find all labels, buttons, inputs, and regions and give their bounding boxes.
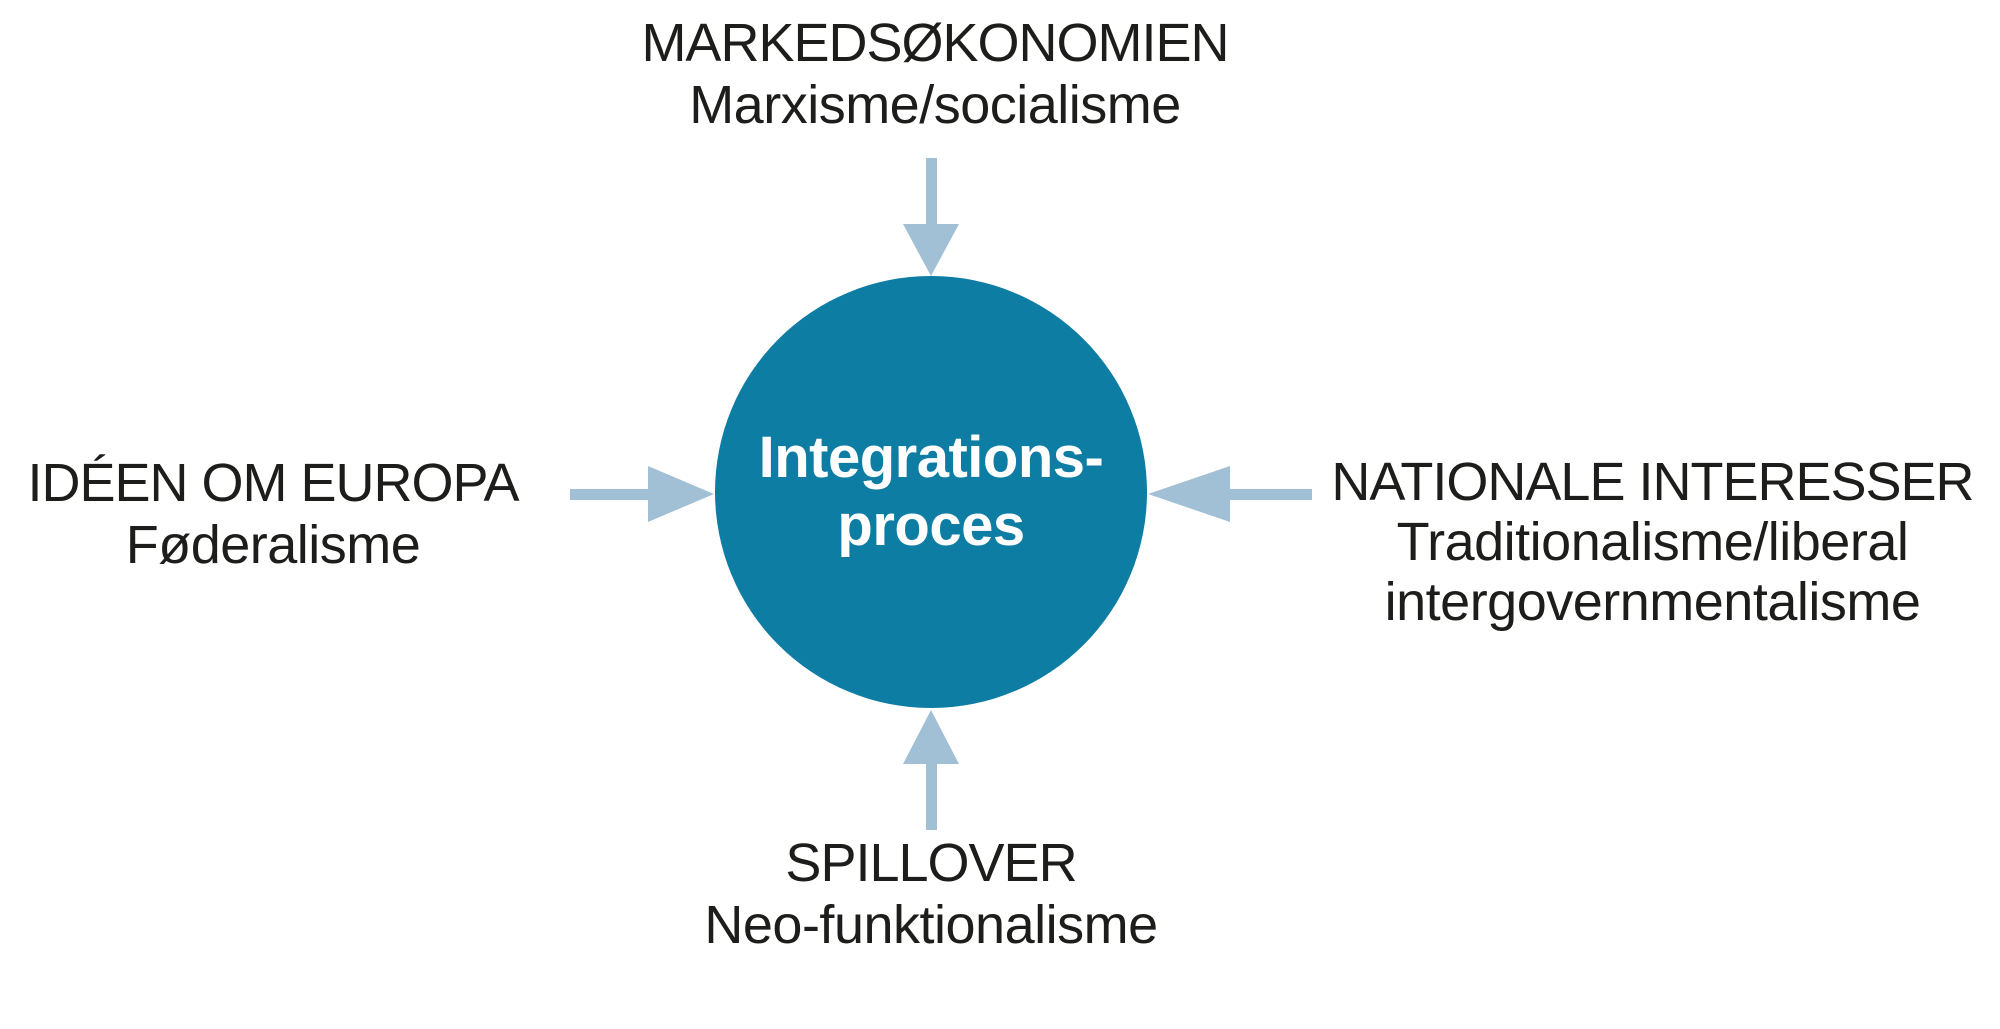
top-node-title: MARKEDSØKONOMIEN	[641, 13, 1229, 73]
right-arrow-head	[1148, 466, 1230, 522]
top-node-subtitle: Marxisme/socialisme	[689, 75, 1181, 135]
bottom-node-subtitle: Neo-funktionalisme	[704, 895, 1158, 955]
center-label: Integrations- proces	[715, 276, 1147, 708]
top-arrow-shaft	[926, 158, 937, 228]
right-node-subtitle-line1: Traditionalisme/liberal	[1396, 512, 1909, 572]
right-arrow-shaft	[1226, 489, 1312, 500]
left-arrow-head	[648, 466, 714, 522]
left-node-subtitle: Føderalisme	[125, 515, 421, 575]
bottom-node-title: SPILLOVER	[785, 833, 1077, 893]
top-node-label: MARKEDSØKONOMIEN Marxisme/socialisme	[535, 12, 1335, 136]
integration-process-circle	[715, 276, 1147, 708]
center-label-line1: Integrations-	[758, 425, 1104, 490]
top-arrow-head	[903, 224, 959, 276]
right-node-label: NATIONALE INTERESSER Traditionalisme/lib…	[1330, 452, 1975, 632]
bottom-node-label: SPILLOVER Neo-funktionalisme	[581, 832, 1281, 956]
left-node-label: IDÉEN OM EUROPA Føderalisme	[13, 452, 533, 576]
left-node-title: IDÉEN OM EUROPA	[27, 453, 519, 513]
right-node-subtitle-line2: intergovernmentalisme	[1384, 572, 1921, 632]
bottom-arrow-shaft	[926, 758, 937, 830]
left-arrow-shaft	[570, 489, 652, 500]
center-label-line2: proces	[837, 493, 1025, 558]
bottom-arrow-head	[903, 710, 959, 764]
right-node-title: NATIONALE INTERESSER	[1331, 452, 1974, 512]
